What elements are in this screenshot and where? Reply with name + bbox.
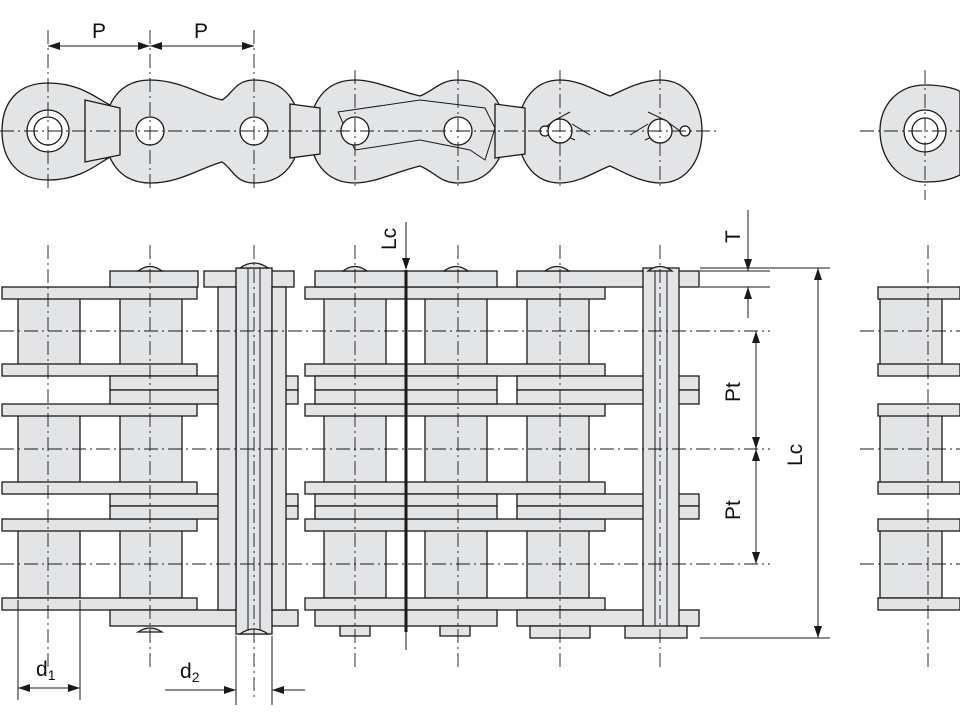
inner-plate	[1, 286, 198, 300]
arrowhead	[752, 437, 760, 449]
d1-label: d1	[36, 658, 56, 683]
pt-label-1: Pt	[722, 382, 745, 402]
pin-bushing	[217, 286, 237, 611]
inner-link-plate	[104, 79, 301, 184]
inner-plate	[877, 597, 960, 611]
lc-top-label: Lc	[378, 228, 401, 250]
pt-label-2: Pt	[722, 500, 745, 520]
spring-clip	[337, 99, 496, 161]
inner-plate	[877, 286, 960, 300]
arrowhead	[68, 684, 80, 692]
plan-view: Lc T Pt Pt Lc d1	[0, 210, 960, 705]
side-view: P P	[0, 20, 960, 200]
arrowhead	[18, 684, 30, 692]
arrowhead	[402, 258, 410, 270]
pin	[642, 267, 680, 635]
arrowhead	[744, 287, 752, 299]
arrowhead	[150, 42, 162, 50]
pin-head	[543, 265, 571, 272]
pin-head	[341, 265, 369, 272]
inner-plate	[877, 518, 960, 532]
pin-head	[136, 265, 164, 272]
arrowhead	[224, 686, 236, 694]
arrowhead	[814, 268, 822, 280]
arrowhead	[814, 626, 822, 638]
arrowhead	[48, 42, 60, 50]
cotter-end	[624, 625, 688, 639]
inner-plate	[1, 518, 198, 532]
arrowhead	[242, 42, 254, 50]
arrowhead	[752, 331, 760, 343]
arrowhead	[752, 449, 760, 461]
inner-plate	[877, 481, 960, 495]
pin-head	[237, 262, 271, 269]
connecting-link-plate	[309, 79, 506, 184]
outer-plate	[109, 270, 199, 288]
plate-waist-2	[289, 103, 321, 159]
d2-label: d2	[180, 660, 200, 685]
pitch-label: P	[92, 20, 106, 43]
pin-bushing	[271, 286, 287, 611]
arrowhead	[138, 42, 150, 50]
pin-end	[439, 625, 471, 637]
inner-plate	[1, 597, 198, 611]
pin-head	[442, 265, 470, 272]
inner-plate	[877, 403, 960, 417]
inner-plate	[1, 363, 198, 377]
inner-plate	[877, 363, 960, 377]
lc-right-label: Lc	[784, 444, 807, 466]
thickness-label: T	[722, 230, 745, 243]
arrowhead	[272, 686, 284, 694]
inner-plate	[1, 481, 198, 495]
pins	[135, 262, 688, 639]
inner-plates	[1, 286, 960, 611]
arrowhead	[744, 259, 752, 271]
pin-head	[646, 265, 674, 272]
arrowhead	[752, 552, 760, 564]
inner-plate	[1, 403, 198, 417]
pitch-label: P	[194, 20, 208, 43]
